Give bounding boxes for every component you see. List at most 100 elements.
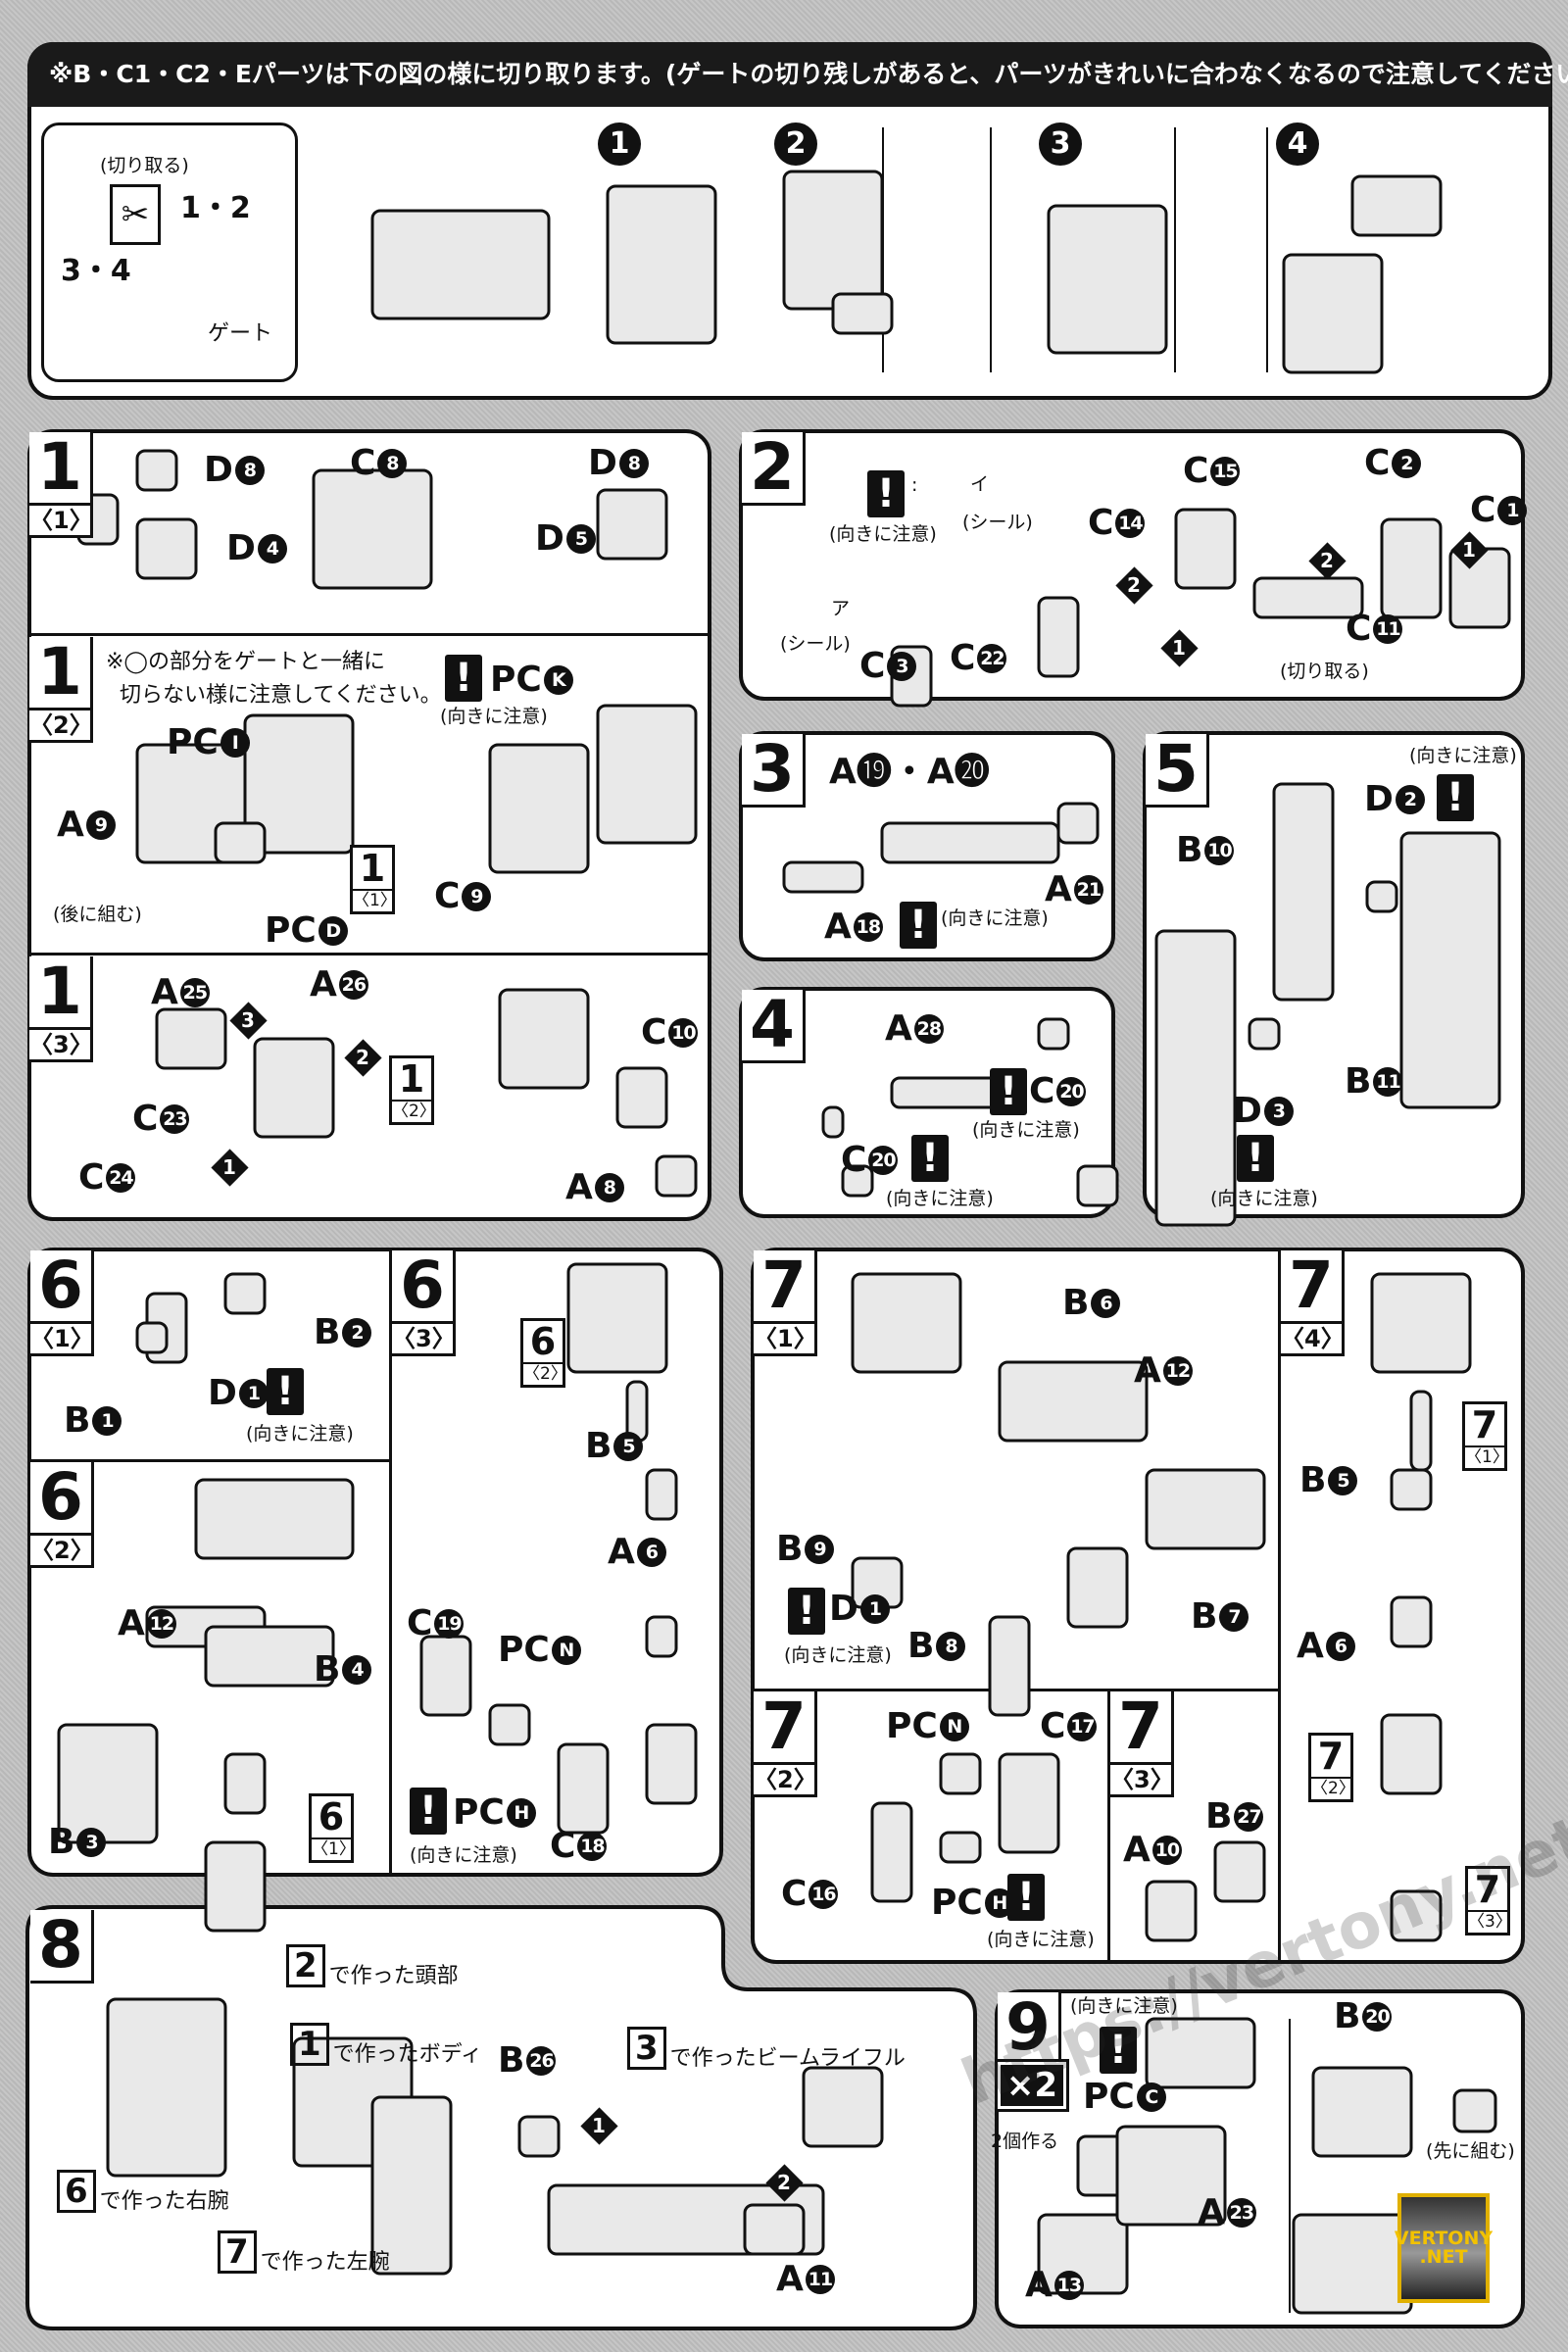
part-number: 21 (1073, 875, 1103, 905)
part-runner-letter: B (585, 1426, 612, 1466)
part-drawing (204, 1840, 267, 1933)
part-runner-letter: A (824, 906, 852, 947)
part-number: 8 (234, 456, 265, 485)
reference-step: 6 (529, 1320, 557, 1363)
part-runner-letter: D (226, 528, 256, 568)
part-drawing (155, 1007, 227, 1070)
part-number: 20 (868, 1146, 899, 1175)
reference-step: 2 (286, 1944, 325, 1987)
step-reference: 1〈2〉 (389, 1055, 436, 1125)
part-drawing (998, 1360, 1149, 1443)
part-drawing (743, 2203, 806, 2256)
part-number: 18 (853, 912, 883, 942)
part-runner-letter: C (950, 638, 976, 678)
gate-cutting-note: ※B・C1・C2・Eパーツは下の図の様に切り取ります。(ゲートの切り残しがあると… (27, 42, 1568, 107)
step-substep: 〈1〉 (30, 1321, 94, 1353)
part-number: 2 (1392, 449, 1422, 478)
part-drawing (1380, 1713, 1443, 1795)
step-number: 1 (37, 634, 82, 710)
step-reference: 1〈1〉 (350, 845, 397, 914)
step-number-s5: 5 (1146, 734, 1209, 808)
part-number: 3 (887, 652, 917, 681)
orientation-caution-text: (向きに注意) (1210, 1188, 1318, 1209)
part-number: 25 (179, 978, 210, 1007)
step-number-s4: 4 (742, 990, 806, 1063)
step-number: 9 (1005, 1989, 1051, 2065)
part-number: N (551, 1636, 581, 1665)
divider (1174, 127, 1176, 372)
step-substep: 〈4〉 (1281, 1321, 1345, 1353)
step-number: 8 (38, 1907, 83, 1983)
part-drawing (1145, 1880, 1198, 1942)
cut-step-4: 4 (1276, 122, 1319, 166)
part-runner-letter: A (565, 1167, 593, 1207)
part-number: 22 (977, 644, 1007, 673)
reference-text: で作ったボディ (332, 2042, 483, 2067)
part-runner-letter: C (781, 1874, 808, 1914)
annotation-text: (シール) (780, 633, 851, 655)
orientation-warning-icon: ! (788, 1588, 825, 1635)
part-runner-letter: A (1123, 1830, 1151, 1870)
part-drawing (782, 170, 884, 311)
step-number: 7 (761, 1689, 807, 1764)
part-drawing (645, 1615, 678, 1658)
part-number: 15 (1210, 457, 1241, 486)
part-number: I (220, 728, 250, 758)
part-drawing (1390, 1889, 1443, 1942)
part-runner-letter: PC (498, 1630, 550, 1670)
reference-substep: 〈1〉 (312, 1838, 356, 1859)
part-runner-letter: C (350, 443, 376, 483)
part-runner-letter: D (588, 443, 617, 483)
part-drawing (1390, 1595, 1433, 1648)
part-number: 12 (146, 1609, 176, 1639)
divider (1266, 127, 1268, 372)
part-number: 8 (594, 1173, 624, 1202)
part-runner-letter: A (885, 1008, 912, 1049)
part-runner-letter: C (550, 1826, 576, 1866)
vertony-logo: VERTONY .NET (1395, 2193, 1493, 2303)
part-drawing (1390, 1468, 1433, 1511)
order-number: 2 (1127, 573, 1141, 597)
part-drawing (1370, 1272, 1472, 1374)
step-number: 6 (38, 1459, 83, 1535)
orientation-caution-text: (向きに注意) (784, 1644, 892, 1666)
part-number: 19 (434, 1609, 465, 1639)
part-number: 16 (808, 1880, 839, 1909)
part-drawing (645, 1723, 698, 1805)
part-drawing (223, 1752, 267, 1815)
orientation-warning-icon: ! (445, 655, 482, 702)
part-number: 1 (238, 1379, 269, 1408)
order-number: 2 (1320, 549, 1334, 572)
part-runner-letter: C (1029, 1071, 1055, 1111)
part-runner-letter: B (1299, 1460, 1327, 1500)
part-drawing (312, 468, 433, 590)
logo-text: .NET (1419, 2246, 1468, 2268)
part-runner-letter: A (1198, 2192, 1225, 2232)
part-number: 27 (1234, 1802, 1264, 1832)
order-marker: 2 (1115, 566, 1152, 604)
part-drawing (645, 1468, 678, 1521)
divider (1107, 1689, 1110, 1964)
order-marker: 2 (765, 2164, 803, 2201)
reference-substep: 〈2〉 (392, 1100, 436, 1121)
part-drawing (939, 1831, 982, 1864)
order-marker: 1 (1160, 629, 1198, 666)
step-number-s8: 8 (30, 1910, 94, 1984)
part-number: 18 (577, 1832, 608, 1861)
